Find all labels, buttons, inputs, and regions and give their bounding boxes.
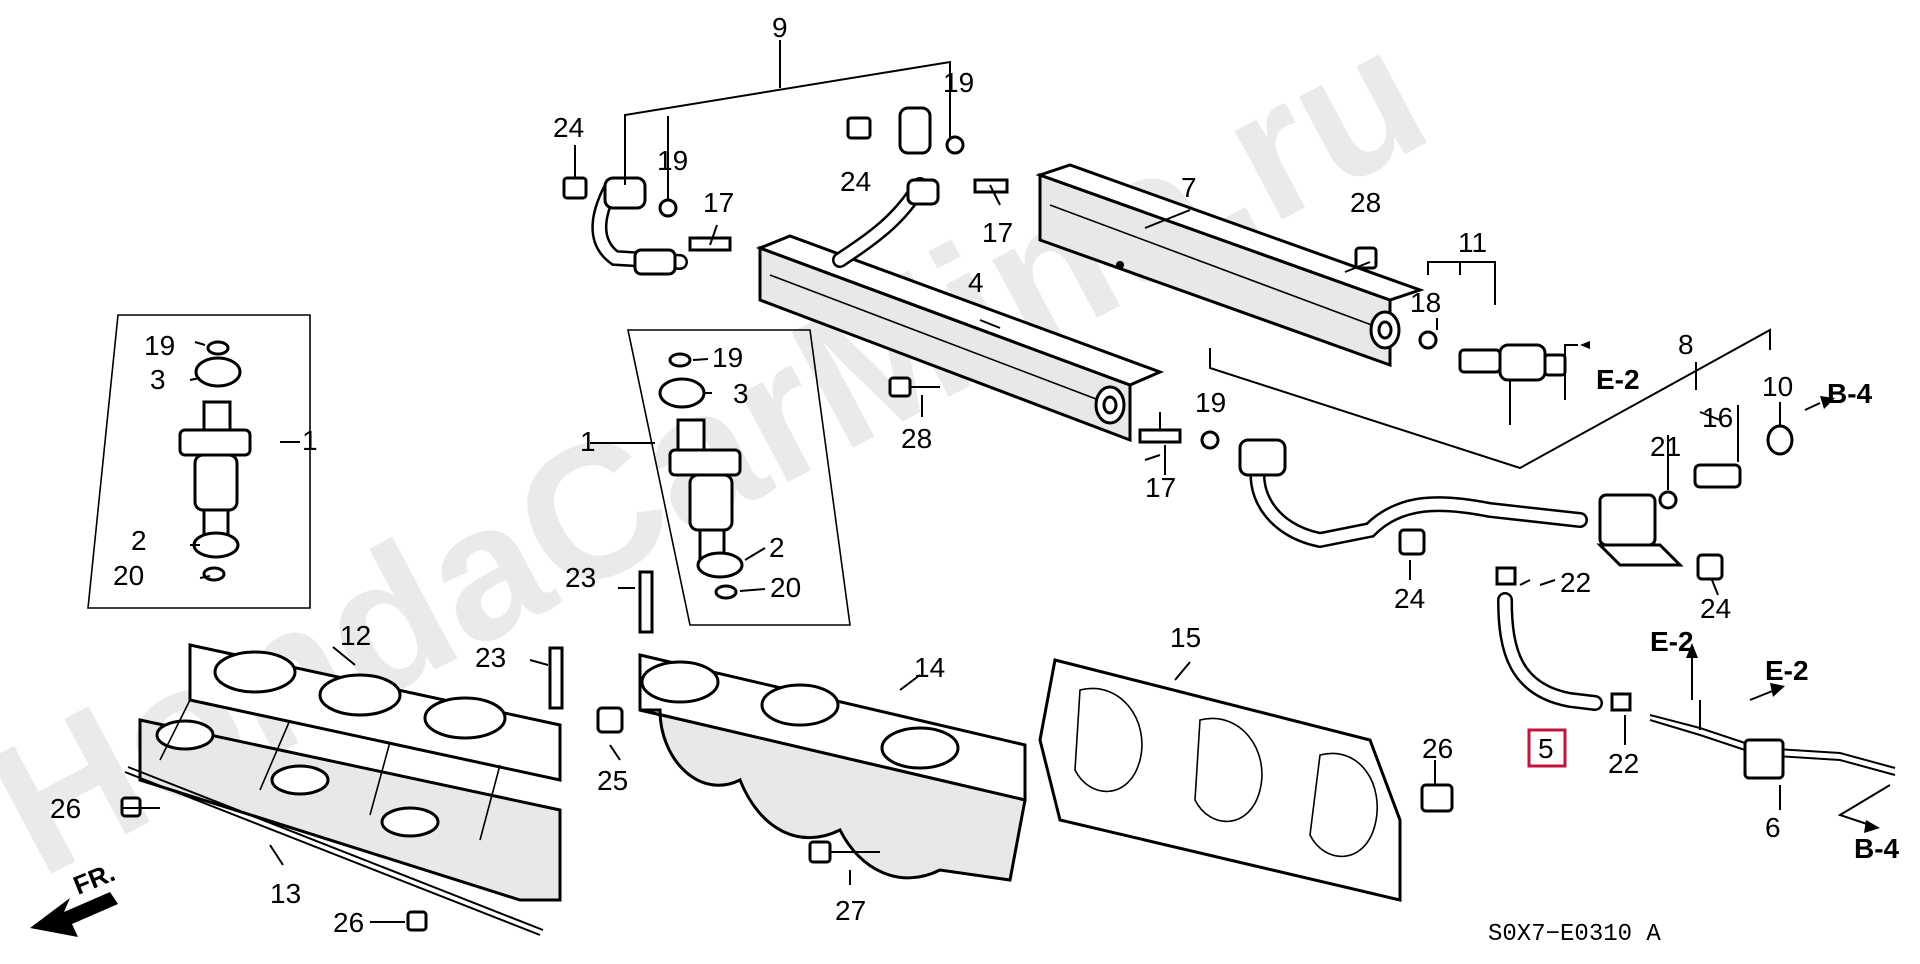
reference-e2[interactable]: E-2 bbox=[1650, 626, 1694, 657]
manifold-gasket bbox=[1038, 658, 1402, 902]
pressure-regulator bbox=[1458, 343, 1567, 425]
fuel-hose-5 bbox=[1497, 592, 1603, 711]
callout-19[interactable]: 19 bbox=[943, 67, 974, 98]
fuel-pipe-lower bbox=[1238, 438, 1684, 567]
callout-22[interactable]: 22 bbox=[1560, 567, 1591, 598]
callout-13[interactable]: 13 bbox=[270, 878, 301, 909]
callout-28[interactable]: 28 bbox=[901, 423, 932, 454]
callout-2[interactable]: 2 bbox=[769, 532, 785, 563]
callout-6[interactable]: 6 bbox=[1765, 812, 1781, 843]
callout-20[interactable]: 20 bbox=[770, 572, 801, 603]
callout-19[interactable]: 19 bbox=[144, 330, 175, 361]
callout-16[interactable]: 16 bbox=[1702, 402, 1733, 433]
leader-lines bbox=[123, 40, 1781, 923]
callout-3[interactable]: 3 bbox=[150, 364, 166, 395]
callout-5-highlighted[interactable]: 5 bbox=[1538, 733, 1554, 764]
callout-4[interactable]: 4 bbox=[968, 267, 984, 298]
callout-24[interactable]: 24 bbox=[1700, 593, 1731, 624]
reference-e2[interactable]: E-2 bbox=[1765, 655, 1809, 686]
reference-arrows bbox=[1564, 341, 1891, 833]
fuel-rail-left bbox=[755, 234, 1165, 443]
reference-b4[interactable]: B-4 bbox=[1854, 833, 1900, 864]
callout-17[interactable]: 17 bbox=[1145, 472, 1176, 503]
callout-26[interactable]: 26 bbox=[50, 793, 81, 824]
injector-box-right bbox=[627, 329, 851, 626]
callout-7[interactable]: 7 bbox=[1181, 172, 1197, 203]
callout-26[interactable]: 26 bbox=[333, 907, 364, 938]
callout-18[interactable]: 18 bbox=[1410, 287, 1441, 318]
callout-19[interactable]: 19 bbox=[712, 342, 743, 373]
callout-10[interactable]: 10 bbox=[1762, 371, 1793, 402]
callout-19[interactable]: 19 bbox=[657, 145, 688, 176]
callout-9[interactable]: 9 bbox=[772, 12, 788, 43]
callout-17[interactable]: 17 bbox=[703, 187, 734, 218]
reference-e2[interactable]: E-2 bbox=[1596, 364, 1640, 395]
callout-26[interactable]: 26 bbox=[1422, 733, 1453, 764]
callout-24[interactable]: 24 bbox=[1394, 583, 1425, 614]
intake-manifold-lower bbox=[124, 643, 562, 936]
diagram-code: S0X7−E0310 A bbox=[1488, 921, 1661, 948]
callout-28[interactable]: 28 bbox=[1350, 187, 1381, 218]
intake-manifold-upper bbox=[638, 653, 1027, 882]
callout-17[interactable]: 17 bbox=[982, 217, 1013, 248]
callout-27[interactable]: 27 bbox=[835, 895, 866, 926]
injector-box-left bbox=[87, 314, 311, 609]
callout-12[interactable]: 12 bbox=[340, 620, 371, 651]
callout-20[interactable]: 20 bbox=[113, 560, 144, 591]
callout-labels: 9 19 19 24 24 17 17 7 28 11 18 4 19 3 1 … bbox=[50, 12, 1900, 938]
callout-14[interactable]: 14 bbox=[914, 652, 945, 683]
callout-15[interactable]: 15 bbox=[1170, 622, 1201, 653]
fuel-rail-right bbox=[1035, 163, 1425, 368]
callout-1[interactable]: 1 bbox=[302, 425, 318, 456]
callout-19[interactable]: 19 bbox=[1195, 387, 1226, 418]
callout-23[interactable]: 23 bbox=[475, 642, 506, 673]
callout-1[interactable]: 1 bbox=[580, 426, 596, 457]
callout-8[interactable]: 8 bbox=[1678, 329, 1694, 360]
callout-21[interactable]: 21 bbox=[1650, 431, 1681, 462]
bolts-and-nuts bbox=[120, 116, 1794, 932]
callout-23[interactable]: 23 bbox=[565, 562, 596, 593]
callout-11[interactable]: 11 bbox=[1458, 227, 1487, 258]
callout-22[interactable]: 22 bbox=[1608, 748, 1639, 779]
return-pipe bbox=[1649, 700, 1896, 780]
highlight-box bbox=[1527, 728, 1567, 768]
callout-2[interactable]: 2 bbox=[131, 525, 147, 556]
reference-b4[interactable]: B-4 bbox=[1827, 378, 1873, 409]
fuel-pipe-upper bbox=[591, 106, 940, 276]
callout-25[interactable]: 25 bbox=[597, 765, 628, 796]
callout-24[interactable]: 24 bbox=[553, 112, 584, 143]
callout-24[interactable]: 24 bbox=[840, 166, 871, 197]
callout-3[interactable]: 3 bbox=[733, 378, 749, 409]
